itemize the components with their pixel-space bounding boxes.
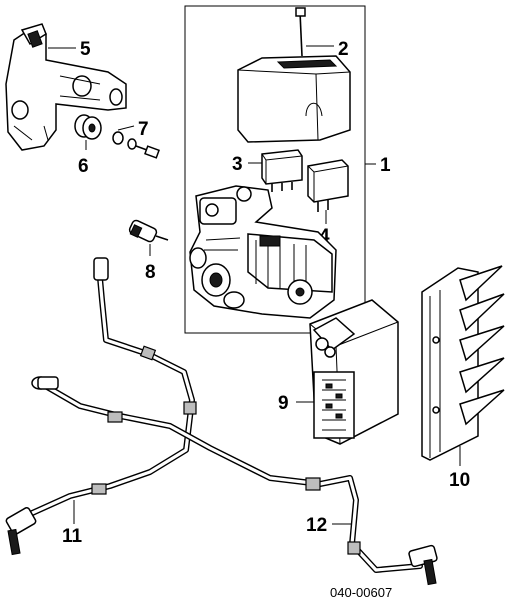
heat-sink-bracket	[421, 265, 505, 461]
leader-7	[117, 125, 135, 131]
callout-2: 2	[338, 39, 349, 60]
control-module	[309, 299, 399, 445]
callout-9: 9	[278, 393, 289, 414]
callout-1: 1	[380, 155, 391, 176]
callout-5: 5	[80, 39, 91, 60]
grommet	[74, 114, 102, 140]
callout-6: 6	[78, 156, 89, 177]
callout-10: 10	[449, 470, 470, 491]
callout-3: 3	[232, 154, 243, 175]
hydraulic-unit	[189, 185, 337, 319]
relay-large	[307, 159, 349, 212]
mounting-bracket	[5, 23, 127, 151]
callout-12: 12	[306, 515, 327, 536]
unit-cover	[237, 7, 351, 143]
bushing-and-bolt	[112, 131, 160, 159]
harness-connectors	[5, 257, 438, 586]
callout-4: 4	[319, 226, 330, 247]
callout-11: 11	[62, 526, 83, 547]
relay-small	[261, 149, 303, 192]
callout-8: 8	[145, 262, 156, 283]
pressure-switch	[128, 219, 169, 243]
diagram-part-number: 040-00607	[330, 585, 392, 600]
callout-7: 7	[138, 119, 149, 140]
